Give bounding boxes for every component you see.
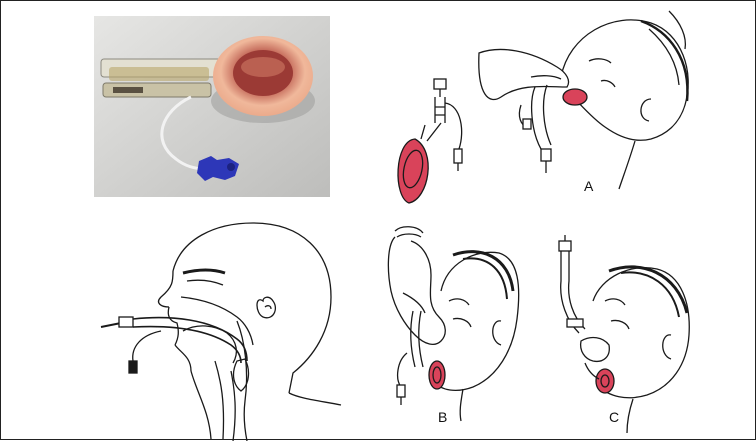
label-a: A — [584, 179, 593, 193]
label-b: B — [438, 410, 447, 424]
head-insertion-b — [388, 227, 518, 421]
laryngeal-mask-device — [398, 79, 462, 203]
label-c: C — [609, 410, 619, 424]
head-insertion-a — [479, 11, 688, 189]
sagittal-head-section — [101, 223, 341, 441]
laryngeal-mask-airway-photo — [94, 16, 330, 197]
head-insertion-c — [559, 235, 689, 433]
